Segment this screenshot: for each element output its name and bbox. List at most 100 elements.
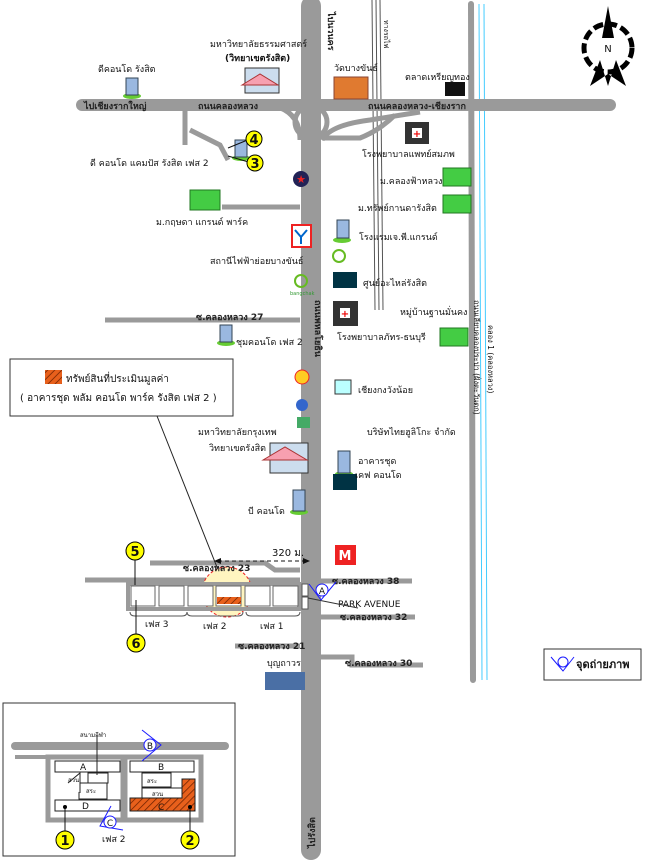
svg-text:+: + [341, 309, 349, 320]
photo-point-b: B [141, 729, 162, 762]
label-parts-center: ศูนย์อะไหล่รังสิต [363, 277, 427, 289]
road-label-khlong-1: คลอง 1 (คลองหลวง) [486, 325, 495, 393]
side-roads [85, 110, 423, 668]
phase-2-label: เฟส 2 [203, 622, 227, 632]
homepro-icon: M [335, 545, 356, 565]
road-label-soi-27: ซ.คลองหลวง 27 [196, 313, 263, 323]
property-swatch-icon [45, 370, 62, 384]
hospital-icon: + + [333, 122, 429, 326]
inset-pool-2: สระ [147, 778, 157, 785]
distance-label: 320 ม. [272, 548, 304, 559]
svg-text:6: 6 [131, 637, 140, 652]
north-label: N [604, 44, 611, 55]
photo-point-a: A [308, 581, 337, 601]
inset-garden-2: สวน [152, 791, 163, 798]
road-label-soi-38: ซ.คลองหลวง 38 [332, 577, 399, 587]
inset-building-b: B [158, 763, 164, 773]
market-truck-icon [445, 82, 465, 96]
label-rian-thong: ตลาดเหรียญทอง [405, 72, 470, 83]
road-label-railway: ทางรถไฟ [382, 20, 391, 48]
label-wat-bang-khan: วัดบางขันธ์ [334, 62, 378, 74]
legend-photo-point: จุดถ่ายภาพ [576, 658, 630, 672]
label-tu-1: มหาวิทยาลัยธรรมศาสตร์ [210, 38, 307, 50]
road-label-soi-23: ซ.คลองหลวง 23 [183, 564, 250, 574]
svg-text:★: ★ [296, 173, 306, 186]
label-bu-2: วิทยาเขตรังสิต [209, 443, 266, 454]
svg-text:2: 2 [185, 834, 194, 849]
road-label-chiang-rak-yai: ไปเชียงรากใหญ่ [83, 100, 147, 112]
interchange [269, 102, 421, 142]
reference-marker-3: 3 [246, 154, 264, 172]
svg-text:C: C [107, 819, 113, 829]
label-khlong-fa-luang: ม.คลองฟ้าหลวง [380, 176, 442, 187]
temple-icon [333, 76, 369, 100]
subject-callout: ทรัพย์สินที่ประเมินมูลค่า ( อาคารชุด พลั… [9, 358, 234, 601]
svg-text:5: 5 [130, 545, 139, 560]
inset-pool-1: สระ [86, 788, 96, 795]
svg-text:3: 3 [250, 157, 259, 172]
label-b-condo: บี คอนโด [248, 506, 285, 517]
label-chum-condo: ชุมคอนโด เฟส 2 [236, 337, 303, 348]
reference-marker-2: 2 [180, 830, 200, 850]
canal [478, 3, 488, 681]
boonthavorn-icon [265, 672, 305, 690]
reference-marker-5: 5 [125, 541, 145, 561]
road-label-nava-nakorn: ไปนวนคร [325, 11, 337, 51]
road-label-soi-30: ซ.คลองหลวง 30 [345, 659, 412, 669]
road-label-to-rangsit: ไปรังสิต [306, 817, 318, 849]
label-chiang-kong: เชียงกงวังน้อย [358, 385, 413, 396]
label-sap-kanda: ม.ทรัพย์กานดารังสิต [358, 202, 437, 214]
subject-subtitle: ( อาคารชุด พลัม คอนโด พาร์ค รังสิต เฟส 2… [20, 391, 217, 404]
inset-stadium: สนามกีฬา [80, 731, 106, 739]
label-kef-2: เคฟ คอนโด [355, 470, 402, 481]
gas-station-icon: ★ [293, 171, 346, 428]
photo-point-icon [550, 656, 575, 672]
railway [371, 0, 384, 311]
subject-title: ทรัพย์สินที่ประเมินมูลค่า [66, 371, 169, 385]
prapa-road [468, 1, 476, 683]
reference-marker-1: 1 [55, 830, 75, 850]
label-park-avenue: PARK AVENUE [338, 600, 401, 610]
inset-building-c: C [158, 803, 164, 813]
legend: จุดถ่ายภาพ [543, 648, 642, 681]
svg-text:4: 4 [249, 133, 258, 148]
label-tu-2: (วิทยาเขตรังสิต) [225, 53, 290, 64]
bangchak-logo: bangchak [290, 291, 315, 297]
road-label-khlong-luang: ถนนคลองหลวง [198, 102, 258, 112]
road-label-soi-32: ซ.คลองหลวง 32 [340, 613, 407, 623]
label-thai-hulico: บริษัทไทยฮูลิโกะ จำกัด [367, 427, 456, 438]
inset-site-plan: สนามกีฬา A B C D สวน สระ สระ สวน เฟส 2 B… [2, 702, 236, 857]
parts-center-icon [333, 272, 357, 490]
substation-icon [291, 224, 312, 248]
label-than-mankong: หมู่บ้านฐานมั่นคง [400, 305, 467, 318]
label-boonthavorn: บุญถาวร [267, 659, 301, 669]
svg-text:B: B [147, 742, 153, 752]
subject-property [217, 597, 241, 604]
inset-garden-1: สวน [68, 777, 79, 784]
university-building-icon [240, 67, 309, 474]
road-label-soi-21: ซ.คลองหลวง 21 [238, 642, 305, 652]
north-arrow-icon: N [581, 6, 635, 86]
photo-point-c: C [99, 805, 124, 831]
svg-text:A: A [319, 587, 326, 597]
label-substation: สถานีไฟฟ้าย่อยบางขันธ์ [210, 255, 303, 267]
inset-phase-label: เฟส 2 [102, 835, 126, 845]
road-label-prapa: ถนนเลียบคลองประปา (ฝั่งตะวันตก) [472, 300, 482, 415]
label-d-condo-campus: ดี คอนโด แคมปัส รังสิต เฟส 2 [90, 158, 209, 169]
svg-text:1: 1 [60, 834, 69, 849]
inset-building-a: A [80, 763, 87, 773]
label-kef-1: อาคารชุด [358, 457, 396, 467]
reference-marker-4: 4 [245, 130, 263, 148]
village-house-icon [189, 167, 472, 347]
road-label-khlong-luang-chiang-rak: ถนนคลองหลวง-เชียงราก [368, 101, 466, 112]
label-jp-grand: โรงแรมเจ.พี.แกรนด์ [359, 231, 438, 243]
svg-text:M: M [339, 549, 352, 564]
phase-3-label: เฟส 3 [145, 620, 169, 630]
label-bu-1: มหาวิทยาลัยกรุงเทพ [198, 427, 277, 438]
phase-1-label: เฟส 1 [260, 622, 284, 632]
distance-indicator: 320 ม. [214, 548, 310, 564]
label-hosp-phat: โรงพยาบาลภัทร-ธนบุรี [337, 332, 426, 343]
label-hosp-somphop: โรงพยาบาลแพทย์สมภพ [362, 148, 455, 160]
inset-building-d: D [82, 802, 89, 812]
